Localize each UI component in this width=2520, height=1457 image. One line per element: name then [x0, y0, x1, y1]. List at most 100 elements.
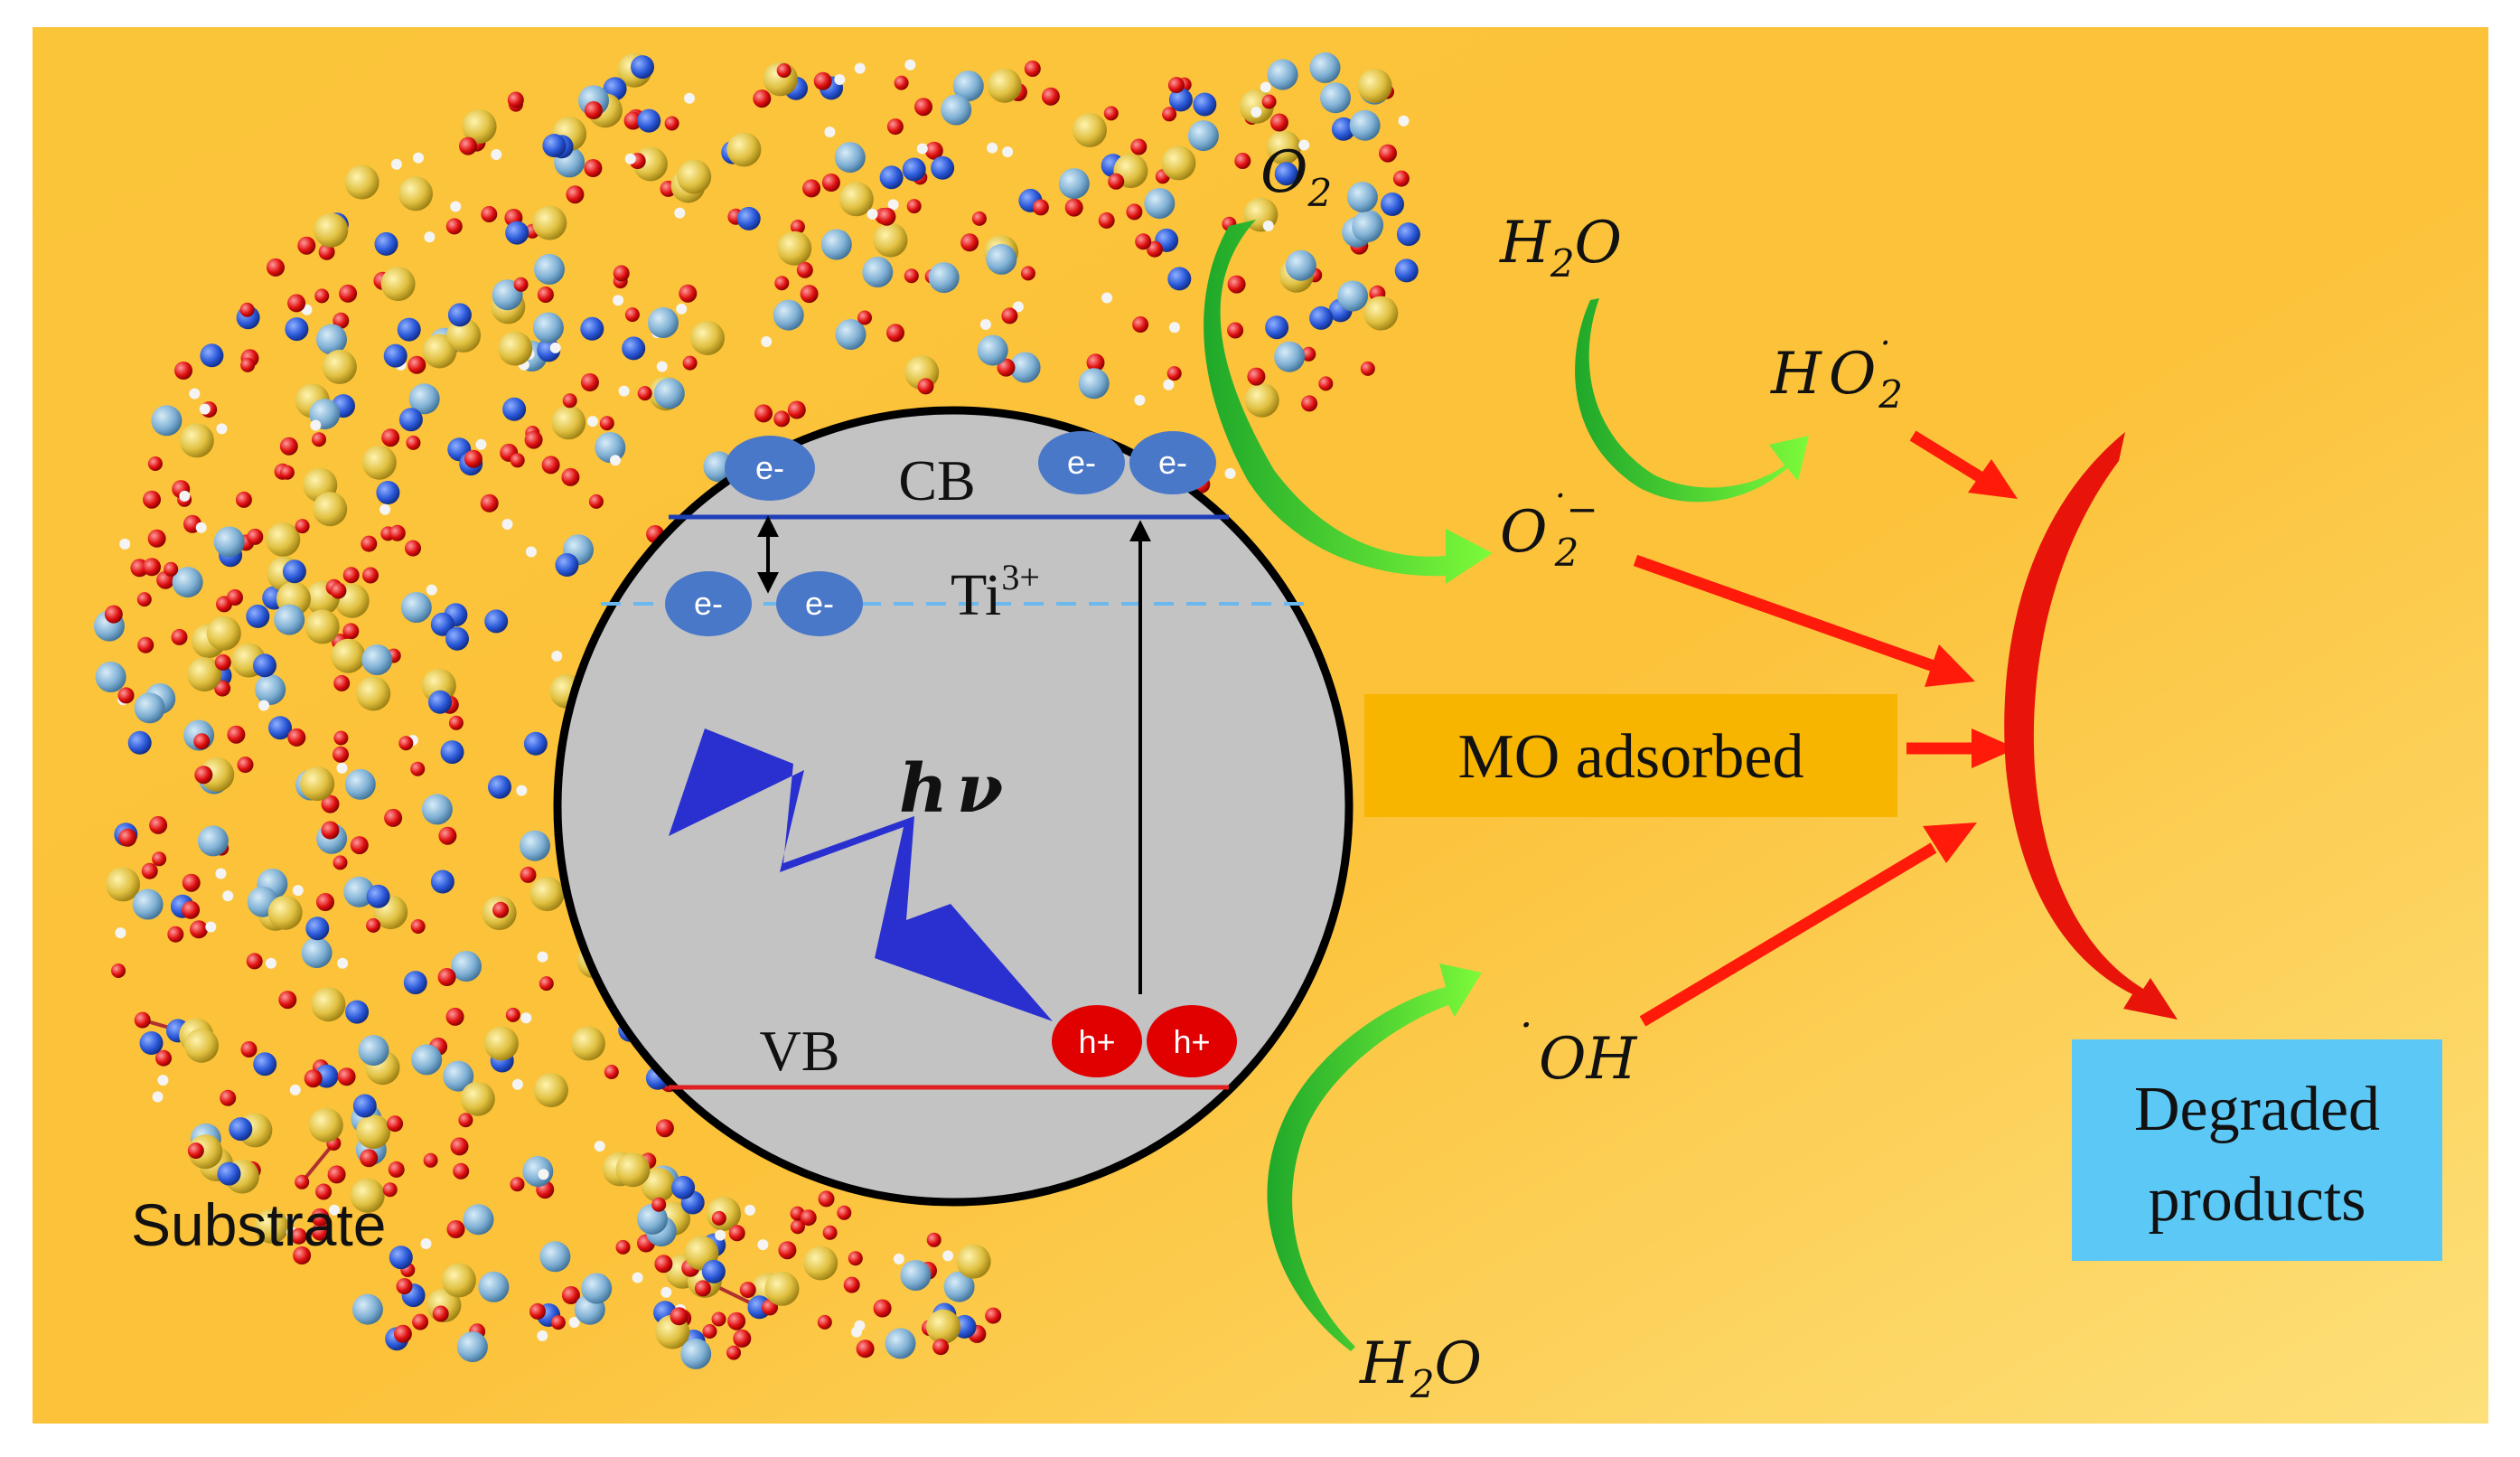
substrate-atom — [1024, 61, 1041, 77]
substrate-atom — [1260, 81, 1271, 93]
substrate-atom — [624, 307, 640, 323]
substrate-atom — [227, 589, 243, 606]
substrate-atom — [1032, 199, 1049, 216]
substrate-atom — [1163, 379, 1175, 390]
cb-label: CB — [898, 448, 975, 512]
substrate-atom — [426, 584, 437, 596]
substrate-atom — [311, 1222, 330, 1241]
substrate-atom — [147, 529, 166, 548]
substrate-atom — [670, 1307, 689, 1326]
substrate-atom — [141, 862, 158, 879]
substrate-atom — [174, 362, 192, 380]
substrate-atom — [1187, 120, 1219, 152]
substrate-atom — [295, 1174, 310, 1189]
substrate-atom — [542, 134, 567, 157]
h2o-bottom-h: H — [1359, 1330, 1411, 1397]
substrate-atom — [822, 1225, 838, 1240]
substrate-atom — [764, 1271, 800, 1306]
substrate-atom — [1265, 315, 1289, 340]
substrate-atom — [484, 609, 509, 634]
substrate-atom — [321, 794, 340, 813]
substrate-atom — [1309, 306, 1334, 330]
substrate-atom — [541, 456, 560, 475]
substrate-atom — [551, 650, 563, 662]
substrate-atom — [873, 1299, 892, 1318]
substrate-atom — [664, 116, 679, 131]
substrate-atom — [537, 287, 554, 303]
substrate-atom — [189, 388, 201, 400]
substrate-atom — [715, 1229, 726, 1241]
substrate-atom — [254, 1208, 289, 1244]
substrate-atom — [310, 419, 322, 431]
substrate-atom — [979, 319, 991, 330]
substrate-atom — [690, 321, 725, 355]
substrate-atom — [800, 285, 819, 304]
substrate-atom — [1261, 94, 1277, 109]
substrate-atom — [1331, 117, 1355, 141]
substrate-atom — [443, 1060, 474, 1092]
substrate-atom — [977, 334, 1008, 366]
substrate-atom — [1098, 212, 1115, 229]
substrate-atom — [651, 1197, 667, 1212]
substrate-atom — [803, 1246, 838, 1281]
substrate-atom — [1398, 115, 1410, 127]
substrate-atom — [931, 155, 955, 180]
substrate-atom — [941, 94, 972, 126]
substrate-atom — [267, 258, 285, 277]
substrate-atom — [445, 218, 463, 235]
substrate-atom — [279, 437, 298, 456]
substrate-atom — [835, 319, 867, 350]
substrate-atom — [660, 1286, 672, 1298]
substrate-atom — [615, 1239, 631, 1255]
substrate-atom — [856, 1340, 875, 1358]
substrate-atom — [562, 393, 577, 409]
substrate-atom — [229, 1117, 253, 1142]
hole-label: h+ — [1078, 1023, 1115, 1060]
substrate-atom — [266, 522, 301, 557]
substrate-atom — [421, 794, 453, 825]
substrate-atom — [213, 526, 245, 558]
substrate-atom — [424, 231, 436, 243]
substrate-atom — [205, 921, 217, 933]
substrate-atom — [151, 405, 183, 437]
substrate-atom — [304, 1069, 323, 1088]
substrate-atom — [790, 1219, 805, 1235]
substrate-atom — [520, 1012, 532, 1024]
substrate-atom — [867, 208, 878, 220]
substrate-atom — [914, 98, 932, 117]
substrate-atom — [843, 1276, 860, 1293]
substrate-atom — [1309, 52, 1341, 83]
substrate-atom — [588, 494, 604, 509]
substrate-atom — [1012, 301, 1024, 313]
substrate-atom — [538, 1169, 549, 1180]
substrate-atom — [586, 416, 598, 428]
substrate-atom — [190, 920, 208, 939]
substrate-atom — [450, 201, 462, 212]
substrate-atom — [438, 826, 457, 845]
superoxide-label: O˙−2 — [1500, 487, 1598, 575]
substrate-atom — [1274, 341, 1306, 372]
substrate-atom — [342, 567, 360, 584]
substrate-atom — [217, 1161, 241, 1186]
substrate-atom — [511, 1078, 523, 1090]
substrate-atom — [873, 222, 908, 258]
substrate-atom — [246, 953, 263, 970]
substrate-atom — [539, 1241, 571, 1273]
mo-adsorbed-box — [1364, 694, 1897, 817]
degraded-products-box — [2072, 1039, 2442, 1261]
substrate-atom — [1320, 82, 1351, 114]
substrate-atom — [1227, 275, 1246, 294]
substrate-atom — [214, 653, 231, 671]
substrate-atom — [1193, 92, 1217, 117]
h2o-bottom-subscript: 2 — [1410, 1362, 1435, 1406]
substrate-atom — [432, 1305, 449, 1322]
o2rad-subscript: 2 — [1554, 531, 1579, 575]
substrate-atom — [267, 895, 303, 930]
substrate-atom — [491, 149, 502, 160]
substrate-atom — [971, 211, 987, 226]
substrate-atom — [157, 1075, 169, 1086]
substrate-atom — [139, 1031, 164, 1055]
substrate-atom — [115, 927, 126, 939]
substrate-atom — [702, 1324, 717, 1339]
